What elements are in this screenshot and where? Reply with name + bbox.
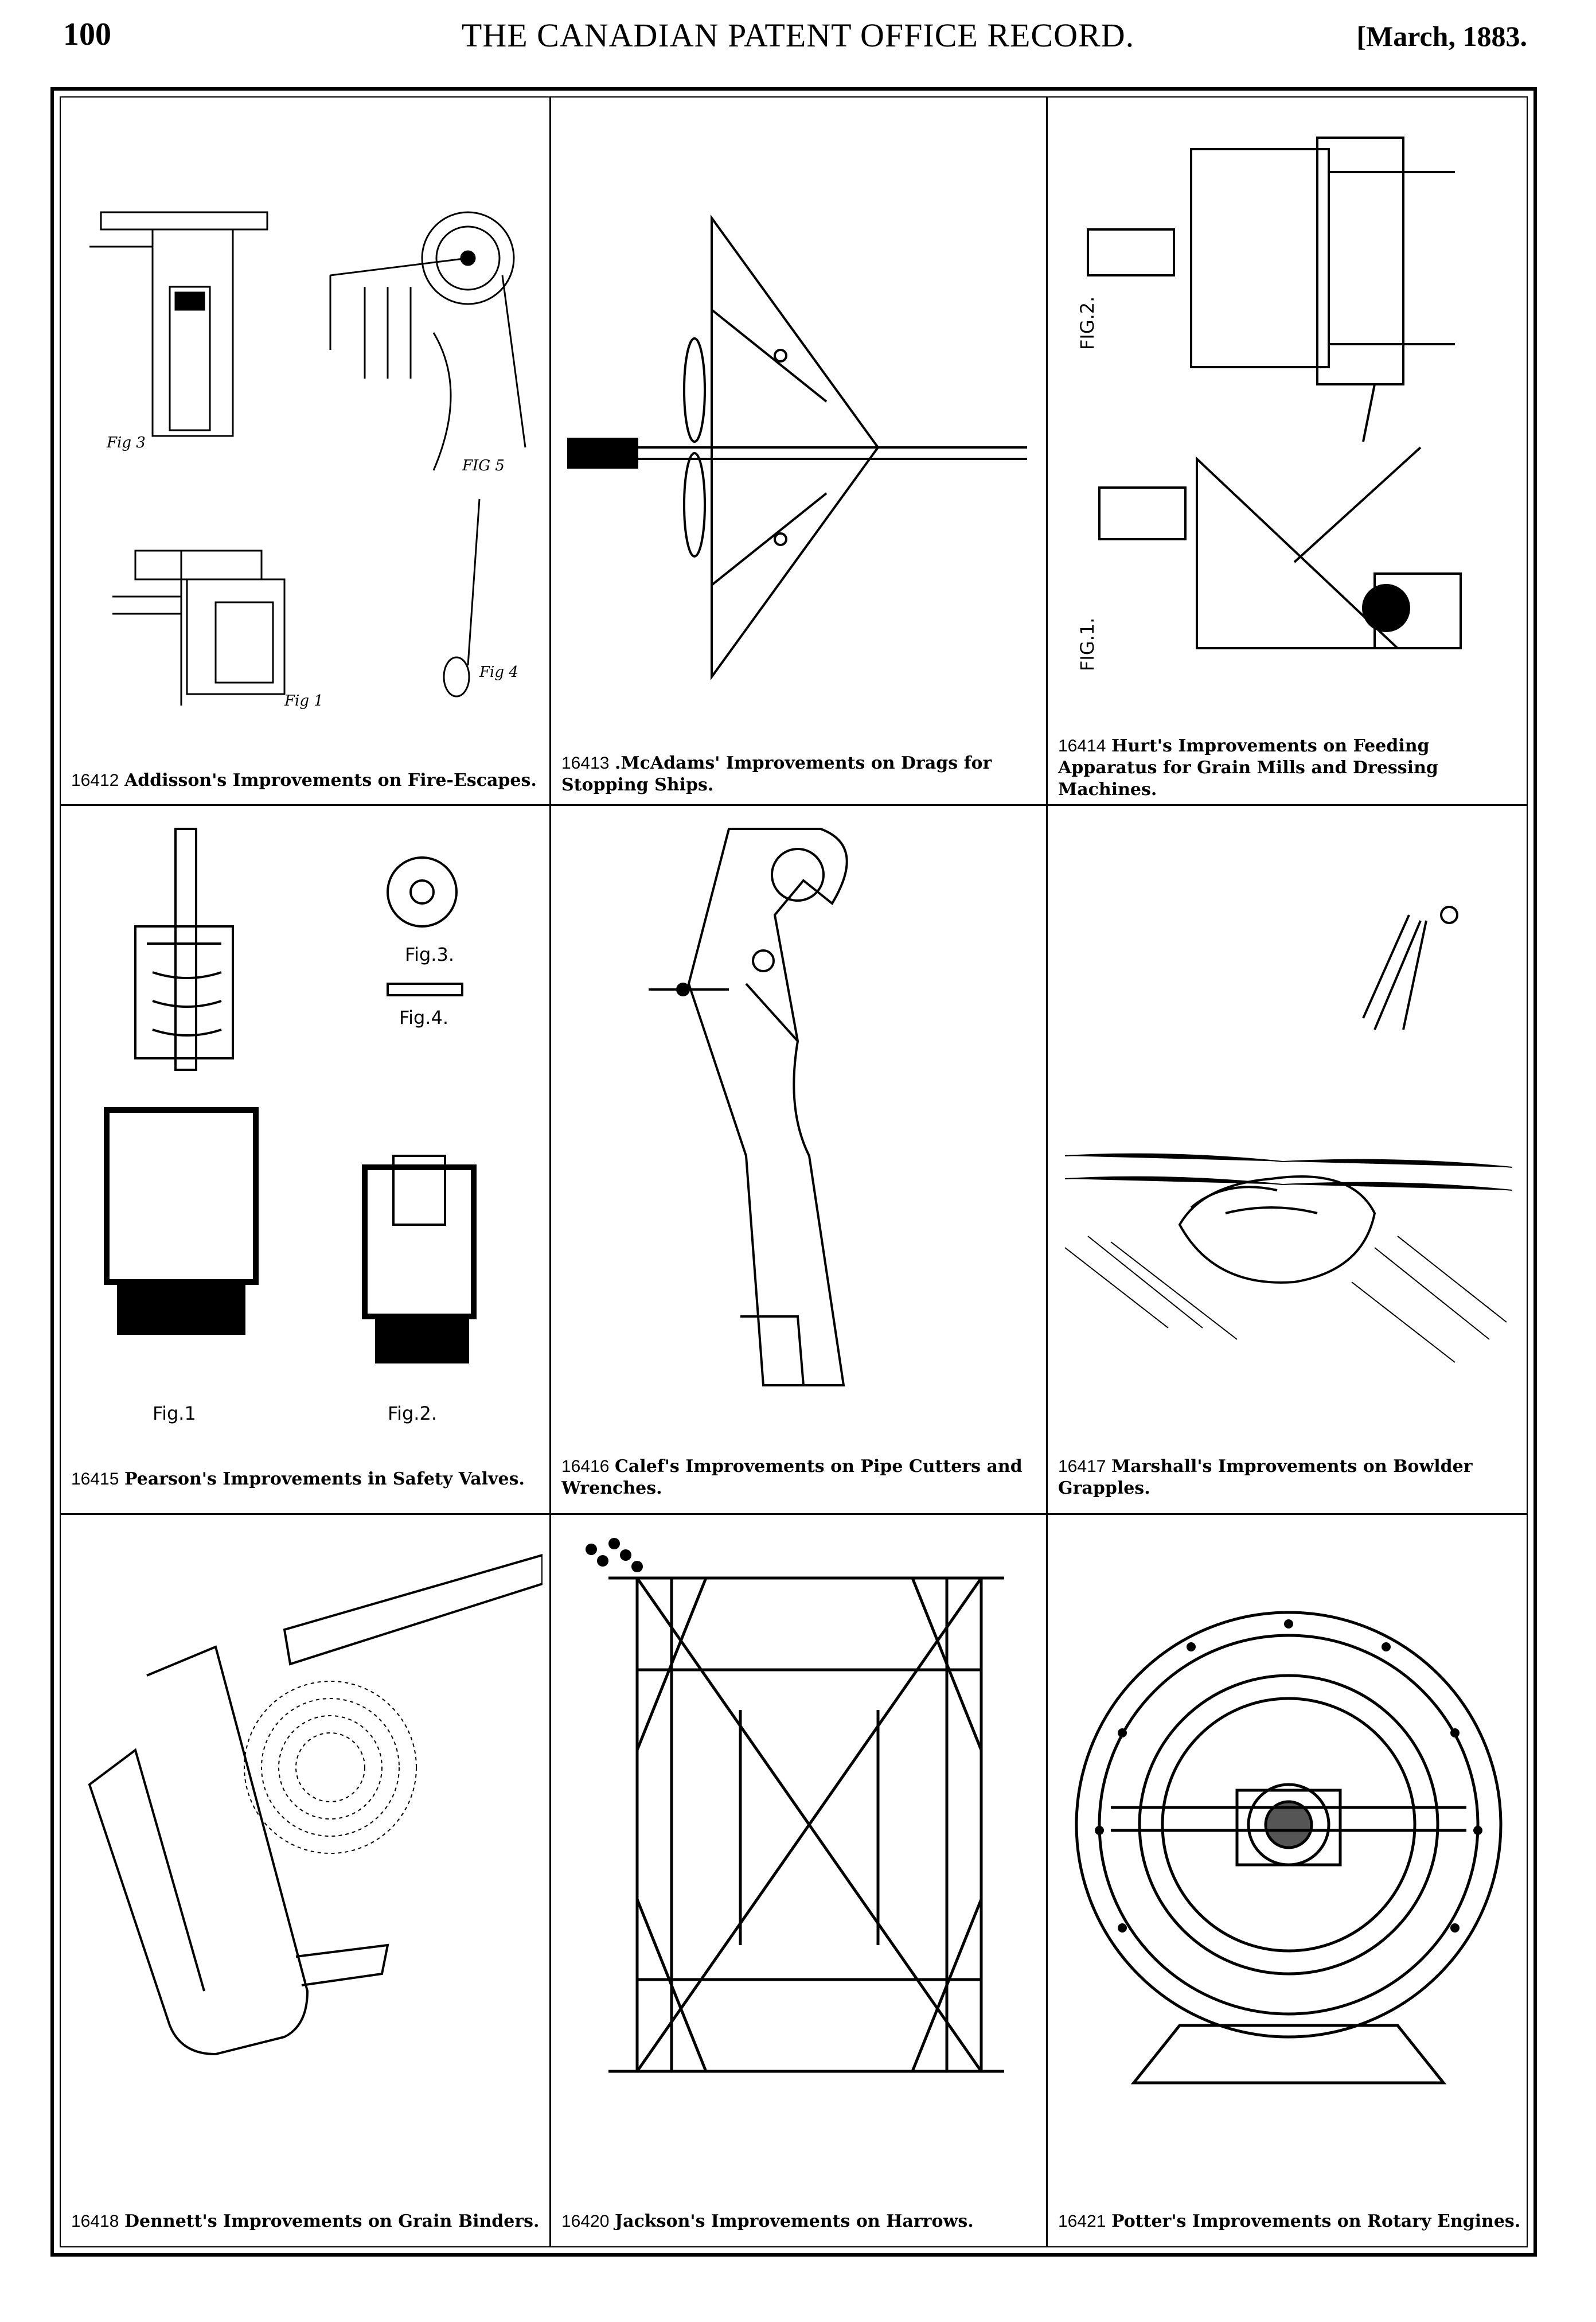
grain-binder-drawing xyxy=(88,1553,543,2056)
patent-cell-16418: 16418 Dennett's Improvements on Grain Bi… xyxy=(61,1515,549,2249)
fig-3-label: Fig 3 xyxy=(106,434,146,451)
patent-caption-16415: 16415 Pearson's Improvements in Safety V… xyxy=(71,1468,541,1490)
rotary-engine-drawing xyxy=(1075,1611,1503,2085)
patent-number: 16416 xyxy=(561,1457,610,1476)
patent-number: 16413 xyxy=(561,754,610,773)
patent-number: 16414 xyxy=(1058,737,1106,755)
fig-2-label: Fig.2. xyxy=(388,1402,437,1424)
patent-number: 16415 xyxy=(71,1470,119,1489)
patent-caption-16417: 16417 Marshall's Improvements on Bowlder… xyxy=(1058,1456,1521,1499)
patent-title: Addisson's Improvements on Fire-Escapes. xyxy=(124,770,537,790)
patent-caption-16412: 16412 Addisson's Improvements on Fire-Es… xyxy=(71,770,541,792)
issue-date: [March, 1883. xyxy=(1356,20,1527,52)
patent-title: Jackson's Improvements on Harrows. xyxy=(614,2211,974,2231)
fig-4-label: Fig.4. xyxy=(399,1007,448,1028)
patent-title: Potter's Improvements on Rotary Engines. xyxy=(1111,2211,1521,2231)
patent-title: Hurt's Improvements on Feeding Apparatus… xyxy=(1058,736,1438,800)
patent-number: 16412 xyxy=(71,771,119,790)
fig-3-label: Fig.3. xyxy=(405,944,454,965)
patent-title: Pearson's Improvements in Safety Valves. xyxy=(124,1469,525,1489)
patent-number: 16418 xyxy=(71,2212,119,2231)
page-header: 100 THE CANADIAN PATENT OFFICE RECORD. [… xyxy=(0,16,1596,68)
feeding-apparatus-drawing: FIG.2. FIG.1. xyxy=(1076,137,1462,671)
page-number: 100 xyxy=(63,17,111,52)
fire-escape-drawing: Fig 3 FIG 5 Fig 4 Fig 1 xyxy=(89,211,526,710)
patent-cell-16421: 16421 Potter's Improvements on Rotary En… xyxy=(1048,1515,1529,2249)
fig-1-label: FIG.1. xyxy=(1076,618,1098,671)
bowlder-grapple-drawing xyxy=(1064,906,1513,1363)
fig-1-label: Fig.1 xyxy=(153,1402,196,1424)
patent-number: 16421 xyxy=(1058,2212,1106,2231)
grid-divider-v1 xyxy=(549,98,551,2246)
page-title: THE CANADIAN PATENT OFFICE RECORD. xyxy=(461,17,1135,54)
fig-5-label: FIG 5 xyxy=(462,457,505,474)
patent-cell-16414: FIG.2. FIG.1. 16414 Hurt's Improvements … xyxy=(1048,98,1529,804)
patent-number: 16420 xyxy=(561,2212,610,2231)
harrow-drawing xyxy=(586,1538,1004,2073)
patent-caption-16420: 16420 Jackson's Improvements on Harrows. xyxy=(561,2211,1038,2233)
patent-title: Calef's Improvements on Pipe Cutters and… xyxy=(561,1456,1023,1498)
fig-4-label: Fig 4 xyxy=(479,664,518,681)
grid-divider-h1 xyxy=(61,804,1527,806)
patent-title: .McAdams' Improvements on Drags for Stop… xyxy=(561,753,992,795)
patent-cell-16417: 16417 Marshall's Improvements on Bowlder… xyxy=(1048,806,1529,1513)
patent-caption-16418: 16418 Dennett's Improvements on Grain Bi… xyxy=(71,2211,541,2233)
patent-cell-16413: 16413 .McAdams' Improvements on Drags fo… xyxy=(551,98,1046,804)
grid-divider-v2 xyxy=(1046,98,1048,2246)
fig-2-label: FIG.2. xyxy=(1076,297,1098,350)
patent-cell-16416: 16416 Calef's Improvements on Pipe Cutte… xyxy=(551,806,1046,1513)
patent-cell-16412: Fig 3 FIG 5 Fig 4 Fig 1 16412 Addisson's… xyxy=(61,98,549,804)
patent-title: Marshall's Improvements on Bowlder Grapp… xyxy=(1058,1456,1473,1498)
patent-caption-16416: 16416 Calef's Improvements on Pipe Cutte… xyxy=(561,1456,1038,1499)
patent-plate-frame: Fig 3 FIG 5 Fig 4 Fig 1 16412 Addisson's… xyxy=(50,87,1537,2257)
patent-caption-16413: 16413 .McAdams' Improvements on Drags fo… xyxy=(561,753,1038,796)
patent-number: 16417 xyxy=(1058,1457,1106,1476)
patent-grid: Fig 3 FIG 5 Fig 4 Fig 1 16412 Addisson's… xyxy=(60,96,1528,2247)
patent-caption-16414: 16414 Hurt's Improvements on Feeding App… xyxy=(1058,735,1521,801)
patent-cell-16415: Fig.1 Fig.2. Fig.3. Fig.4. 16415 Pearson… xyxy=(61,806,549,1513)
ship-drag-drawing xyxy=(567,214,1027,681)
fig-1-label: Fig 1 xyxy=(284,692,323,710)
patent-cell-16420: 16420 Jackson's Improvements on Harrows. xyxy=(551,1515,1046,2249)
patent-title: Dennett's Improvements on Grain Binders. xyxy=(124,2211,540,2231)
patent-caption-16421: 16421 Potter's Improvements on Rotary En… xyxy=(1058,2211,1521,2233)
pipe-cutter-drawing xyxy=(649,828,848,1386)
grid-divider-h2 xyxy=(61,1513,1527,1515)
safety-valve-drawing: Fig.1 Fig.2. Fig.3. Fig.4. xyxy=(104,828,477,1424)
